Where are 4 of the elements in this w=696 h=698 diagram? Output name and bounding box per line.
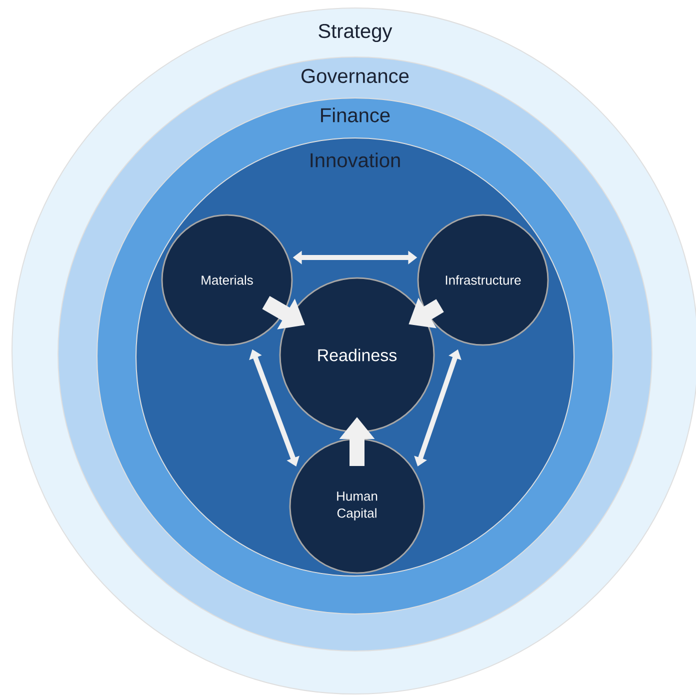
circle-node: Readiness [279,277,435,433]
circle-node: Materials [161,214,293,346]
circle-node: Human Capital [289,438,425,574]
circle-node: Infrastructure [417,214,549,346]
